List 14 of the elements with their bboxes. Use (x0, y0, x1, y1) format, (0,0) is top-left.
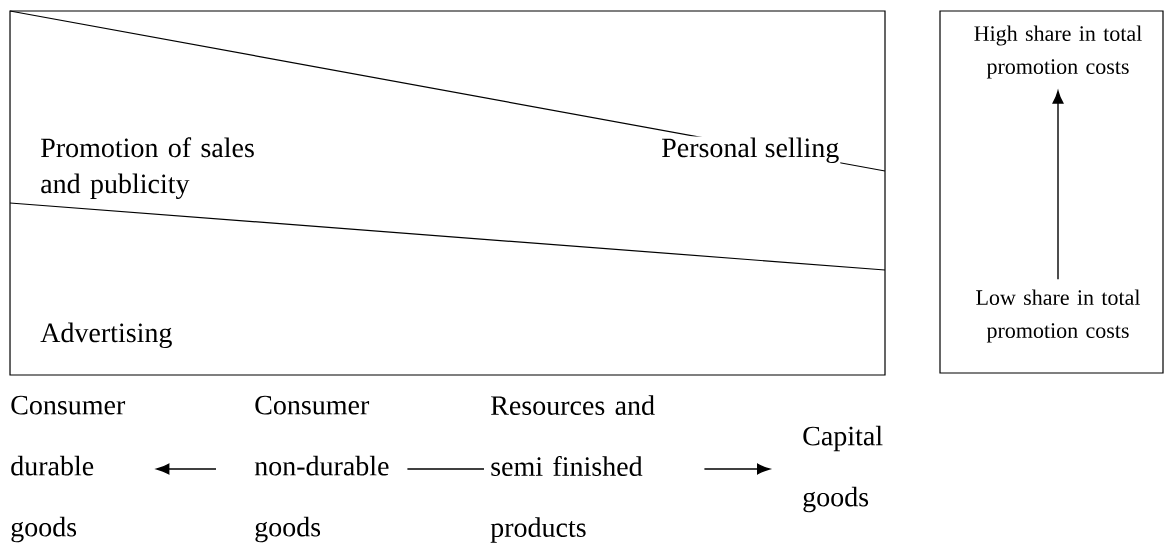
category-label: Resources and semi finished products (490, 395, 655, 543)
scale-box (939, 10, 1164, 374)
scale-label: High share in total promotion costs (974, 25, 1142, 79)
segment-label: Promotion of sales and publicity (41, 137, 254, 200)
segment-label: Personal selling (660, 136, 841, 165)
category-label: Consumer non-durable goods (254, 395, 389, 543)
category-label: Consumer durable goods (11, 395, 126, 543)
category-label: Capital goods (803, 425, 883, 513)
arrow (1052, 90, 1064, 280)
segment-label: Advertising (40, 322, 172, 349)
connector-line (406, 468, 485, 470)
arrow (703, 463, 770, 475)
arrow (156, 463, 217, 475)
scale-label: Low share in total promotion costs (976, 289, 1141, 343)
